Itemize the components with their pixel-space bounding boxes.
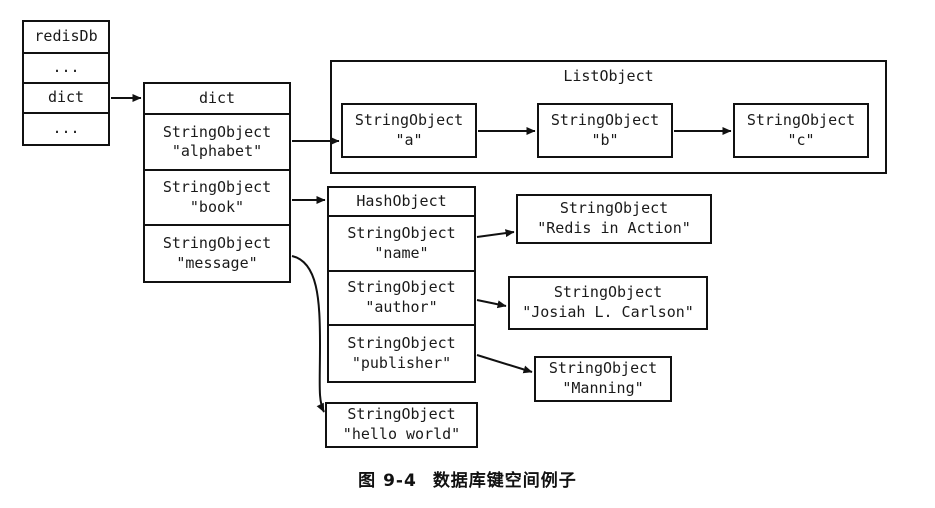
hashobject-field-value: "publisher" — [351, 353, 452, 372]
hash-value-text: "Josiah L. Carlson" — [522, 303, 694, 321]
redisdb-row-label: ... — [52, 58, 80, 77]
redisdb-row-dict[interactable]: dict — [24, 84, 108, 115]
hash-value-josiah-carlson[interactable]: StringObject "Josiah L. Carlson" — [508, 276, 708, 330]
keyspace-entry-value: "book" — [189, 197, 245, 216]
listobject-node-type: StringObject — [550, 110, 660, 129]
message-value-box[interactable]: StringObject "hello world" — [325, 402, 478, 448]
message-value-type: StringObject — [347, 405, 456, 424]
hashobject-field-type: StringObject — [347, 224, 456, 243]
arrow-message-to-hello-world — [291, 255, 325, 413]
hash-value-type: StringObject — [548, 359, 658, 378]
redisdb-row-ellipsis-bottom: ... — [24, 114, 108, 144]
figure-number: 图 9-4 — [358, 471, 417, 491]
hashobject-title: HashObject — [356, 191, 447, 210]
keyspace-dict-struct: dict StringObject "alphabet" StringObjec… — [143, 82, 291, 283]
hashobject-field-author[interactable]: StringObject "author" — [329, 272, 474, 327]
listobject-node-value: "a" — [395, 130, 423, 149]
keyspace-entry-book[interactable]: StringObject "book" — [145, 171, 289, 227]
hashobject-struct: HashObject StringObject "name" StringObj… — [327, 186, 476, 383]
hash-value-type: StringObject — [553, 283, 663, 302]
keyspace-title: dict — [198, 88, 236, 107]
keyspace-entry-alphabet[interactable]: StringObject "alphabet" — [145, 115, 289, 172]
redisdb-title-row: redisDb — [24, 22, 108, 54]
hash-value-redis-in-action[interactable]: StringObject "Redis in Action" — [516, 194, 712, 244]
hashobject-field-value: "author" — [365, 298, 438, 317]
redisdb-row-label: dict — [47, 88, 85, 107]
listobject-title: ListObject — [563, 67, 654, 85]
listobject-node-value: "c" — [787, 130, 815, 149]
keyspace-title-row: dict — [145, 84, 289, 116]
message-value-text: "hello world" — [342, 425, 461, 443]
redisdb-row-label: ... — [52, 119, 80, 138]
hashobject-field-name[interactable]: StringObject "name" — [329, 217, 474, 273]
hashobject-title-row: HashObject — [329, 188, 474, 218]
redisdb-title: redisDb — [34, 27, 98, 46]
hash-value-text: "Manning" — [562, 379, 644, 397]
listobject-node-c[interactable]: StringObject "c" — [733, 103, 869, 158]
keyspace-entry-type: StringObject — [162, 122, 272, 141]
listobject-node-type: StringObject — [746, 110, 856, 129]
listobject-node-value: "b" — [591, 130, 619, 149]
keyspace-entry-message[interactable]: StringObject "message" — [145, 226, 289, 281]
hashobject-field-type: StringObject — [347, 278, 456, 297]
hashobject-field-publisher[interactable]: StringObject "publisher" — [329, 326, 474, 381]
hashobject-field-type: StringObject — [347, 333, 456, 352]
hash-value-text: "Redis in Action" — [537, 219, 691, 237]
hash-value-type: StringObject — [559, 199, 669, 218]
listobject-node-type: StringObject — [354, 110, 464, 129]
arrow-hashfield-author-to-value — [476, 299, 507, 309]
arrow-hashfield-publisher-to-value — [476, 354, 533, 374]
arrow-hashfield-name-to-value — [476, 229, 515, 238]
keyspace-entry-type: StringObject — [162, 177, 272, 196]
listobject-node-b[interactable]: StringObject "b" — [537, 103, 673, 158]
hash-value-manning[interactable]: StringObject "Manning" — [534, 356, 672, 402]
listobject-node-a[interactable]: StringObject "a" — [341, 103, 477, 158]
hashobject-field-value: "name" — [374, 243, 429, 262]
keyspace-entry-type: StringObject — [162, 233, 272, 252]
figure-caption: 图 9-4 数据库键空间例子 — [0, 466, 935, 491]
redisdb-struct: redisDb ... dict ... — [22, 20, 110, 146]
keyspace-entry-value: "alphabet" — [171, 142, 263, 161]
figure-caption-text: 数据库键空间例子 — [432, 471, 577, 491]
redisdb-row-ellipsis-top: ... — [24, 53, 108, 84]
keyspace-entry-value: "message" — [176, 253, 258, 272]
